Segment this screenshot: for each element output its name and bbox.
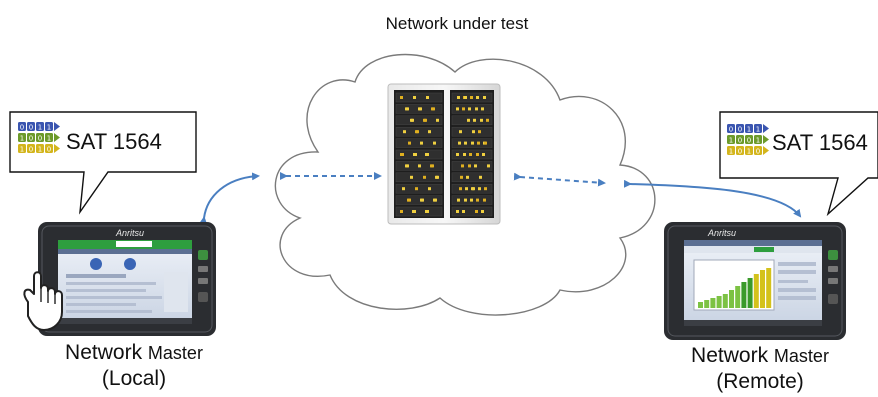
binary-digit: 0 bbox=[738, 126, 742, 134]
local-test-badge: SAT 1564 bbox=[66, 129, 162, 154]
binary-digit: 0 bbox=[29, 146, 33, 154]
binary-digit: 0 bbox=[756, 148, 760, 156]
binary-digit: 1 bbox=[756, 137, 760, 145]
binary-digit: 0 bbox=[729, 126, 733, 134]
device-brand: Anritsu bbox=[707, 228, 736, 238]
network-title: Network under test bbox=[385, 14, 529, 33]
binary-digit: 1 bbox=[47, 135, 51, 143]
device-name-main: Network bbox=[65, 341, 143, 364]
binary-digit: 1 bbox=[20, 146, 24, 154]
binary-digit: 1 bbox=[729, 148, 733, 156]
binary-digit: 0 bbox=[47, 146, 51, 154]
device-name-small: Master bbox=[147, 343, 203, 363]
binary-digit: 1 bbox=[747, 126, 751, 134]
binary-digit: 0 bbox=[29, 124, 33, 132]
binary-digit: 1 bbox=[729, 137, 733, 145]
binary-digit: 1 bbox=[747, 148, 751, 156]
binary-digit: 1 bbox=[38, 146, 42, 154]
device-role: (Remote) bbox=[716, 370, 804, 393]
touch-hand-icon bbox=[23, 271, 63, 331]
remote-test-badge: SAT 1564 bbox=[772, 130, 868, 155]
binary-digit: 0 bbox=[738, 148, 742, 156]
binary-digit: 0 bbox=[29, 135, 33, 143]
server-rack-icon bbox=[387, 83, 501, 225]
binary-digit: 1 bbox=[20, 135, 24, 143]
binary-digit: 0 bbox=[20, 124, 24, 132]
binary-digit: 0 bbox=[738, 137, 742, 145]
local-tablet-device: Anritsu bbox=[38, 222, 216, 336]
device-name-small: Master bbox=[773, 346, 829, 366]
binary-digit: 0 bbox=[38, 135, 42, 143]
binary-digit: 0 bbox=[747, 137, 751, 145]
device-role: (Local) bbox=[101, 367, 167, 390]
local-device-label: Network Master (Local) bbox=[14, 340, 254, 392]
remote-device-label: Network Master (Remote) bbox=[640, 343, 878, 395]
binary-digit: 1 bbox=[47, 124, 51, 132]
device-brand: Anritsu bbox=[115, 228, 144, 238]
link-cloud-to-remote bbox=[623, 179, 802, 218]
device-name-main: Network bbox=[691, 344, 769, 367]
binary-digit: 1 bbox=[756, 126, 760, 134]
binary-digit: 1 bbox=[38, 124, 42, 132]
remote-tablet-device: Anritsu bbox=[664, 222, 846, 340]
link-local-to-cloud bbox=[199, 172, 260, 225]
